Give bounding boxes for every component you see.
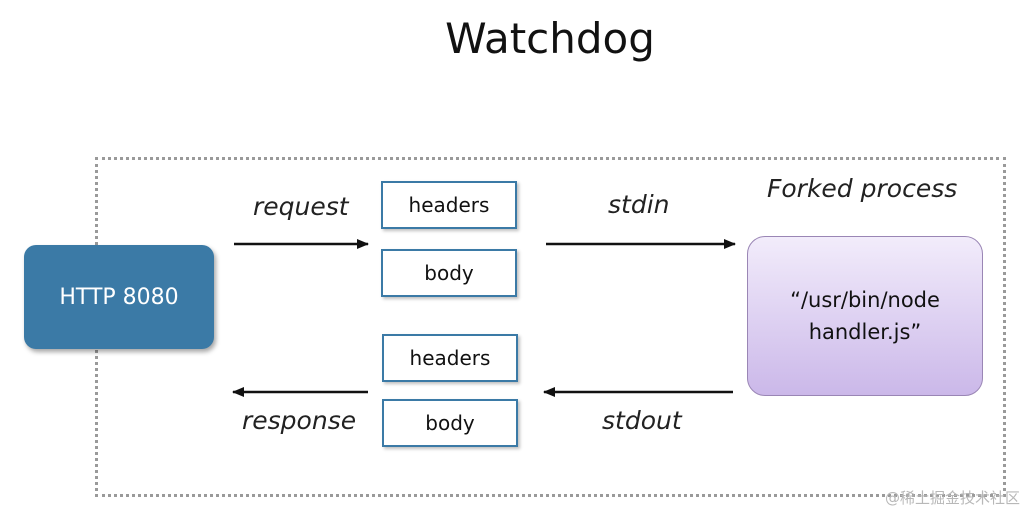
forked-process-caption: Forked process	[767, 174, 958, 203]
forked-process-box: “/usr/bin/node handler.js”	[747, 236, 983, 396]
response-headers-box: headers	[382, 334, 518, 382]
http-8080-box: HTTP 8080	[24, 245, 214, 349]
request-body-box: body	[381, 249, 517, 297]
forked-process-command-line2: handler.js”	[808, 320, 922, 344]
response-body-label: body	[425, 411, 475, 435]
response-body-box: body	[382, 399, 518, 447]
request-headers-box: headers	[381, 181, 517, 229]
watermark-text: @稀土掘金技术社区	[884, 489, 1020, 507]
request-body-label: body	[424, 261, 474, 285]
request-label: request	[253, 192, 349, 221]
stdin-label: stdin	[608, 190, 670, 219]
http-8080-label: HTTP 8080	[59, 284, 179, 310]
response-headers-label: headers	[409, 346, 491, 370]
stdout-label: stdout	[602, 406, 682, 435]
diagram-title: Watchdog	[445, 14, 655, 63]
request-headers-label: headers	[408, 193, 490, 217]
forked-process-command-line1: “/usr/bin/node	[790, 288, 940, 312]
response-label: response	[242, 406, 357, 435]
